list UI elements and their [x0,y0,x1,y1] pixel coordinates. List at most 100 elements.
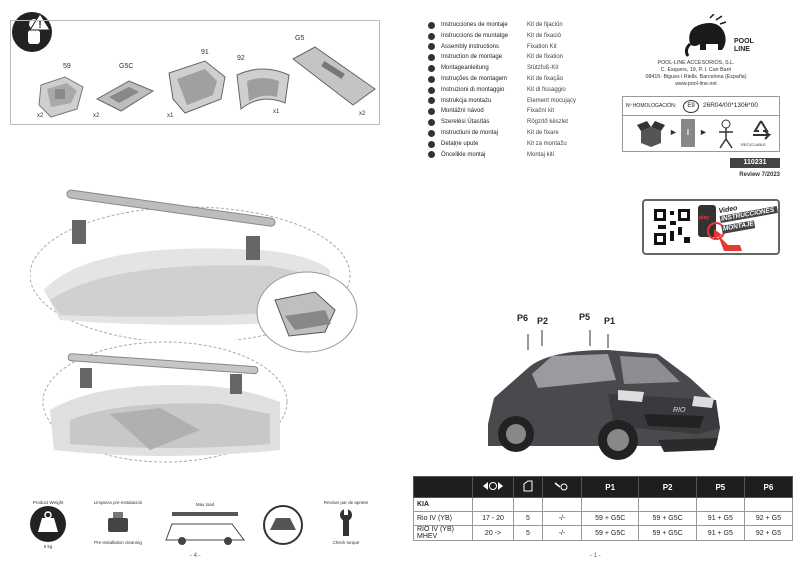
instruction-title: Montážní návod [441,108,484,115]
homologation-label: Nº HOMOLOGACIÓN: [626,103,677,109]
torque-badge: Revisar par de apriete Check torque [316,500,376,550]
header-p2: P2 [638,476,697,498]
video-instructions-box[interactable]: play Video INSTRUCCIONES MONTAJE [642,199,780,255]
point-p2: P2 [537,316,549,326]
cell-doors: 5 [513,525,543,541]
company-address: POOL-LINE ACCESORIOS, S.L. C. Esquers, 1… [616,60,776,88]
language-flag-icon [428,119,435,127]
curved-plate-icon [236,68,290,110]
left-page: ! 59 x2 G5C x2 91 [10,10,380,559]
language-flag-icon [428,86,435,94]
instruction-kit: Rögzítő készlet [527,119,569,126]
point-p5: P5 [579,312,591,322]
point-p6: P6 [517,313,529,323]
arrow-icon: ► [669,127,678,137]
cleaning-label: Limpieza pre-instalación [93,500,143,505]
elephant-logo-icon [684,14,727,57]
product-weight-badge: Product Weight 5 kg [20,500,76,550]
company-address-line2: 08415- Bigues i Riells. Barcelona (Españ… [645,74,747,80]
cell-doors: 5 [513,511,543,526]
kit-part-59: 59 x2 [33,41,93,121]
table-row: RIO IV (YB) MHEV 20 -> 5 -/- 59 + G5C 59… [413,525,794,541]
foot-detail-zoom [256,271,358,353]
instruction-kit: Fixační kit [527,108,555,115]
company-website[interactable]: www.pool-line.net [675,81,717,87]
info-card-icon: i [681,119,695,147]
table-header-row: P1 P2 P5 P6 [413,476,794,498]
kit-part-91: 91 x1 [161,41,231,121]
phone-play-icon: play [698,205,716,237]
weight-icon [30,506,66,542]
instruction-kit: Montaj kiti [527,151,555,158]
instruction-kit: Kit di fissaggio [527,86,566,93]
cleaning-badge: Limpieza pre-instalación Pre-installatio… [90,500,146,550]
cell-p6: 92 + G5 [743,525,794,541]
cell-p6: 92 + G5 [743,511,794,526]
car-badge: RIO [673,407,686,414]
kit-part-qty: x1 [273,109,280,115]
kit-part-qty: x2 [93,113,100,119]
brand-line2: LINE [734,46,750,53]
roof-bar-illustration-bottom [42,341,288,463]
homologation-box: Nº HOMOLOGACIÓN: E9 26R04/00*1306*00 ► i… [622,96,780,152]
instruction-kit: Kit de fixation [527,54,564,61]
header-years [472,476,514,498]
header-doors [513,476,543,498]
language-flag-icon [428,75,435,83]
cell-years: 17 - 20 [472,511,514,526]
kit-part-qty: x1 [167,113,174,119]
instruction-row-h: Szerelési Útasítás Rögzítő készlet [428,117,598,128]
car-illustration: RIO [488,330,720,460]
person-recycling-icon [719,119,733,149]
page-number-right: - 1 - [590,553,601,559]
brand-line1: POOL [734,38,754,45]
homologation-number: 26R04/00*1306*00 [703,102,758,109]
instruction-row-i: Instruzioni di montaggio Kit di fissaggio [428,85,598,96]
cell-years: 20 -> [472,525,514,541]
weight-value: 5 kg [43,544,53,549]
instruction-title: Instrukcja montażu [441,97,492,104]
instruction-title: Szerelési Útasítás [441,119,490,126]
cell-p2: 59 + G5C [638,525,697,541]
language-flag-icon [428,97,435,105]
torque-key-icon [554,482,568,491]
language-flag-icon [428,43,435,51]
instruction-title: Instrucciones de montaje [441,22,508,28]
warning-person-icon: ! [10,10,54,54]
language-flag-icon [428,108,435,116]
cell-p5: 91 + G5 [695,511,745,526]
instruction-title: Assembly instructions [441,43,500,50]
recycle-label: RECICLABLE [741,142,766,147]
video-title: Video INSTRUCCIONES MONTAJE [718,198,780,234]
instruction-title: Instruções de montagem [441,75,508,82]
recycle-icon [753,120,772,140]
torque-label: Revisar par de apriete [323,500,369,505]
kit-part-label: 91 [201,49,209,56]
instruction-row-p: Instruções de montagem Kit de fixação [428,74,598,85]
bent-plate-icon [168,60,226,114]
company-address-line1: C. Esquers, 19, P. I. Can Barri [660,67,732,73]
instruction-kit: Kit za montažu [527,140,567,147]
torque-sublabel: Check torque [332,540,360,545]
instruction-kit: Kit de fixació [527,32,562,39]
pad-part-icon [38,76,84,118]
instruction-title: Instruzioni di montaggio [441,86,505,93]
product-code: 110231 [730,158,780,168]
car-roof-icon [263,505,303,545]
cell-torque: -/- [542,525,582,541]
review-date: Review 7/2023 [739,172,780,178]
cell-p2: 59 + G5C [638,511,697,526]
max-load-badge: Max load [160,500,250,550]
qr-code-icon[interactable] [652,207,692,247]
instruction-kit: Kit de fixação [527,75,564,82]
instruction-kit: Kit de fixare [527,129,559,136]
e-mark: E9 [683,100,699,113]
pool-line-logo: POOL LINE [680,14,780,58]
language-flag-icon [428,65,435,73]
instruction-kit: Stützfuß-Kit [527,65,559,72]
weight-label: Product Weight [32,500,64,505]
cell-p5: 91 + G5 [695,525,745,541]
